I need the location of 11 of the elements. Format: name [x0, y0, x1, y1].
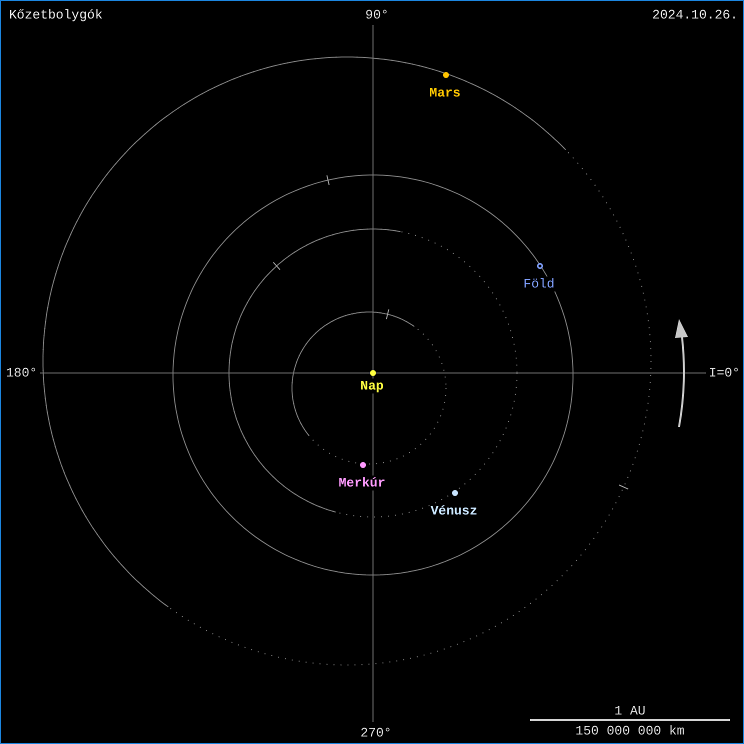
angle-label: I=0° — [708, 366, 740, 380]
scale-label: 1 AU — [614, 704, 646, 718]
angle-label: 90° — [365, 8, 389, 22]
planet-label: Föld — [522, 276, 556, 292]
planet-label: Merkúr — [338, 476, 386, 490]
angle-label: 180° — [6, 366, 38, 380]
diagram-title: Kőzetbolygók — [9, 8, 103, 22]
date-label: 2024.10.26. — [652, 8, 738, 22]
scale-label: 150 000 000 km — [575, 724, 685, 738]
angle-label: 270° — [360, 726, 392, 740]
planet-label: Nap — [359, 378, 385, 394]
